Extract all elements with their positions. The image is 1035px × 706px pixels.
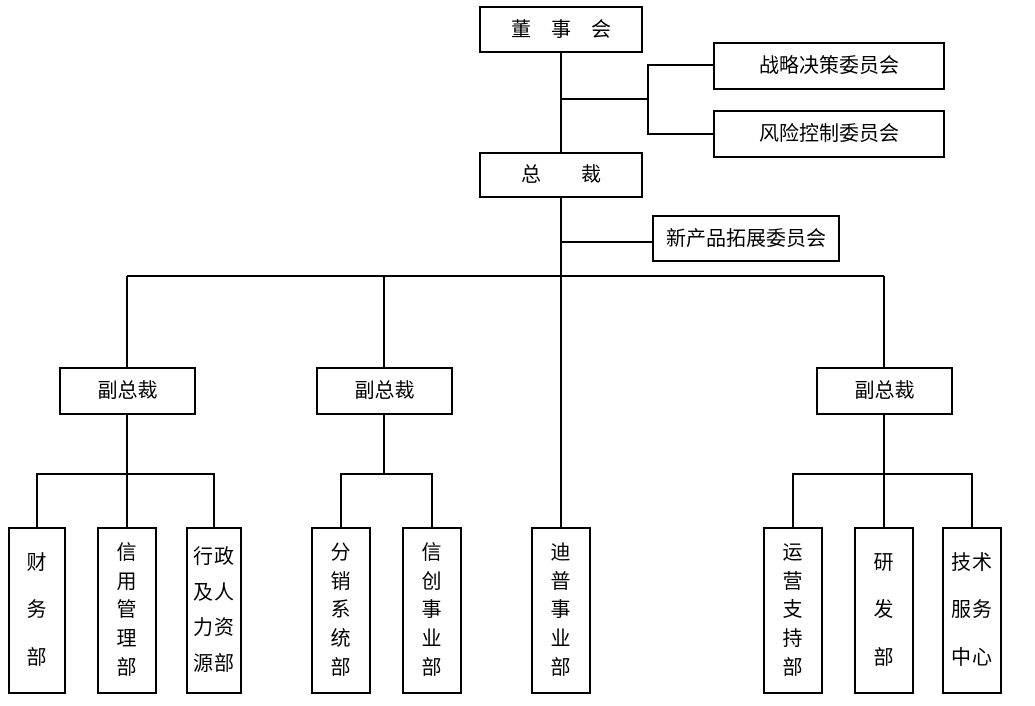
label-line: 创 <box>421 570 443 593</box>
label-line: 信 <box>116 542 138 565</box>
label-line: 理 <box>116 628 138 651</box>
label-line: 分 <box>330 542 352 565</box>
label-line: 营 <box>782 570 804 593</box>
label-line: 及人 <box>193 581 235 604</box>
label-line: 事 <box>421 599 443 622</box>
label-line: 管 <box>116 599 138 622</box>
label-line: 行政 <box>193 545 235 568</box>
node-president: 总 裁 <box>479 152 643 198</box>
label-line: 用 <box>116 570 138 593</box>
label-line: 迪 <box>550 542 572 565</box>
label-line: 销 <box>330 570 352 593</box>
node-dept-research-development: 研发部 <box>854 527 914 694</box>
label-line: 财 <box>26 551 48 574</box>
label-line: 务 <box>26 599 48 622</box>
label-line: 运 <box>782 542 804 565</box>
label-line: 力资 <box>193 617 235 640</box>
node-risk-control-committee: 风险控制委员会 <box>713 110 945 158</box>
label-line: 部 <box>116 656 138 679</box>
label-line: 源部 <box>193 653 235 676</box>
edge-vp-drops <box>126 276 885 367</box>
label-line: 部 <box>782 656 804 679</box>
edge-board-committees <box>561 64 713 135</box>
label-line: 系 <box>330 599 352 622</box>
label-line: 部 <box>330 656 352 679</box>
node-dept-finance: 财务部 <box>8 527 66 694</box>
node-board-of-directors: 董 事 会 <box>479 6 643 53</box>
node-tech-service-center: 技术服务中心 <box>942 527 1002 694</box>
node-dept-distribution-system: 分销系统部 <box>311 527 371 694</box>
label-line: 部 <box>421 656 443 679</box>
edge-vp-right-subtree <box>792 415 973 527</box>
label-line: 研 <box>873 551 895 574</box>
edge-vp-left-subtree <box>36 415 215 527</box>
label-line: 部 <box>550 656 572 679</box>
node-vice-president-middle: 副总裁 <box>316 367 453 415</box>
label-line: 业 <box>421 628 443 651</box>
edge-vp-middle-subtree <box>340 415 433 527</box>
label-line: 持 <box>782 628 804 651</box>
node-dept-credit-management: 信用管理部 <box>97 527 157 694</box>
node-dept-admin-human-resources: 行政及人力资源部 <box>186 527 242 694</box>
label-line: 业 <box>550 628 572 651</box>
node-vice-president-left: 副总裁 <box>59 367 196 415</box>
node-dept-xinchuang-business: 信创事业部 <box>402 527 462 694</box>
label-line: 支 <box>782 599 804 622</box>
node-dept-operations-support: 运营支持部 <box>763 527 823 694</box>
label-line: 事 <box>550 599 572 622</box>
label-line: 技术 <box>951 551 993 574</box>
node-dept-dipu-business: 迪普事业部 <box>531 527 591 694</box>
label-line: 发 <box>873 599 895 622</box>
label-line: 中心 <box>951 647 993 670</box>
label-line: 普 <box>550 570 572 593</box>
label-line: 统 <box>330 628 352 651</box>
label-line: 部 <box>873 647 895 670</box>
node-strategy-decision-committee: 战略决策委员会 <box>713 42 945 90</box>
node-new-product-expansion-committee: 新产品拓展委员会 <box>652 215 840 262</box>
label-line: 信 <box>421 542 443 565</box>
label-line: 服务 <box>951 599 993 622</box>
node-vice-president-right: 副总裁 <box>816 367 953 415</box>
label-line: 部 <box>26 647 48 670</box>
